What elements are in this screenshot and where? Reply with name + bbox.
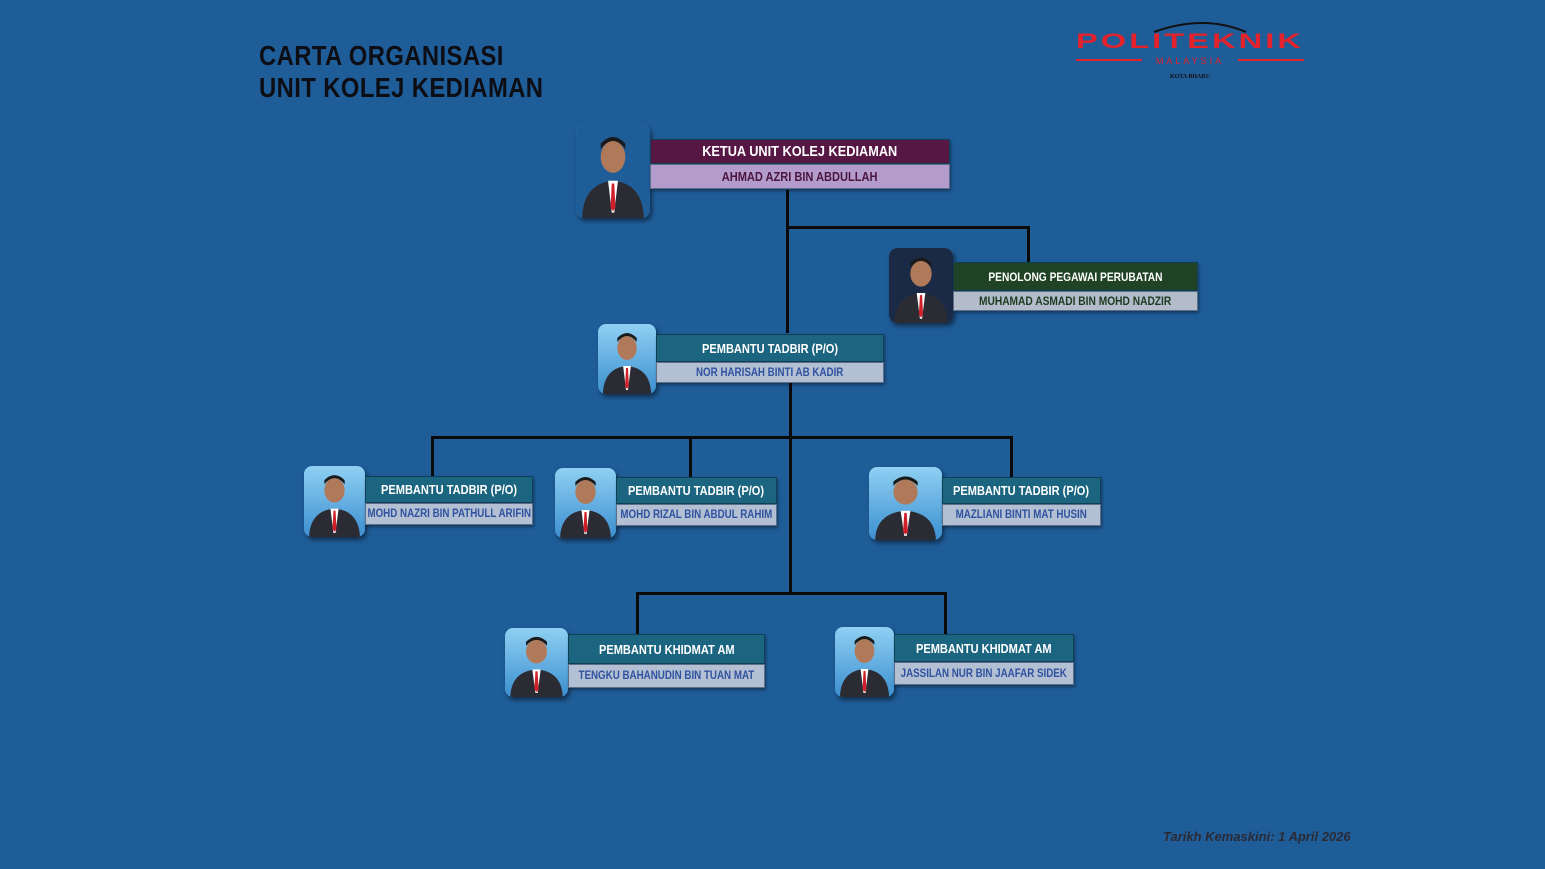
staff-photo xyxy=(304,466,365,537)
staff-name: MOHD NAZRI BIN PATHULL ARIFIN xyxy=(365,503,533,525)
title-line-2: UNIT KOLEJ KEDIAMAN xyxy=(259,72,544,103)
position-title: PEMBANTU TADBIR (P/O) xyxy=(616,477,777,504)
page-title: CARTA ORGANISASI UNIT KOLEJ KEDIAMAN xyxy=(259,40,543,104)
connector xyxy=(786,226,1030,229)
title-line-1: CARTA ORGANISASI xyxy=(259,40,504,71)
staff-photo xyxy=(505,628,568,697)
position-title: PENOLONG PEGAWAI PERUBATAN xyxy=(953,262,1198,291)
last-updated: Tarikh Kemaskini: 1 April 2026 xyxy=(1163,829,1351,844)
svg-text:POLITEKNIK: POLITEKNIK xyxy=(1076,30,1304,53)
position-title-text: KETUA UNIT KOLEJ KEDIAMAN xyxy=(702,143,898,160)
connector xyxy=(636,592,947,595)
staff-name-text: JASSILAN NUR BIN JAAFAR SIDEK xyxy=(900,667,1068,680)
staff-name: MUHAMAD ASMADI BIN MOHD NADZIR xyxy=(953,291,1198,311)
connector xyxy=(689,436,692,477)
staff-name: TENGKU BAHANUDIN BIN TUAN MAT xyxy=(568,664,765,688)
connector xyxy=(431,436,1013,439)
position-title-text: PENOLONG PEGAWAI PERUBATAN xyxy=(988,269,1163,284)
position-title-text: PEMBANTU TADBIR (P/O) xyxy=(628,483,765,498)
staff-name-text: AHMAD AZRI BIN ABDULLAH xyxy=(722,169,878,184)
connector xyxy=(789,383,792,594)
position-title-text: PEMBANTU KHIDMAT AM xyxy=(916,640,1052,656)
svg-text:KOTA BHARU: KOTA BHARU xyxy=(1170,74,1211,80)
politeknik-logo: POLITEKNIK MALAYSIA KOTA BHARU xyxy=(1074,18,1306,82)
position-title: PEMBANTU KHIDMAT AM xyxy=(894,634,1074,662)
staff-name: MAZLIANI BINTI MAT HUSIN xyxy=(942,504,1101,526)
connector xyxy=(944,592,947,634)
staff-name-text: MAZLIANI BINTI MAT HUSIN xyxy=(955,509,1088,521)
position-title-text: PEMBANTU TADBIR (P/O) xyxy=(380,482,518,497)
staff-photo xyxy=(576,125,650,218)
staff-photo xyxy=(889,248,953,323)
svg-text:MALAYSIA: MALAYSIA xyxy=(1156,56,1224,66)
staff-name: JASSILAN NUR BIN JAAFAR SIDEK xyxy=(894,662,1074,685)
staff-name-text: MUHAMAD ASMADI BIN MOHD NADZIR xyxy=(979,294,1172,308)
staff-name: AHMAD AZRI BIN ABDULLAH xyxy=(650,164,950,189)
connector xyxy=(636,592,639,634)
connector xyxy=(786,190,789,333)
connector xyxy=(1027,226,1030,262)
staff-photo xyxy=(555,468,616,538)
staff-name-text: TENGKU BAHANUDIN BIN TUAN MAT xyxy=(578,670,755,682)
staff-name: MOHD RIZAL BIN ABDUL RAHIM xyxy=(616,504,777,526)
staff-name: NOR HARISAH BINTI AB KADIR xyxy=(656,362,884,383)
staff-photo xyxy=(869,467,942,540)
staff-name-text: MOHD NAZRI BIN PATHULL ARIFIN xyxy=(367,508,531,520)
position-title-text: PEMBANTU TADBIR (P/O) xyxy=(701,340,839,356)
position-title: PEMBANTU KHIDMAT AM xyxy=(568,634,765,664)
position-title-text: PEMBANTU KHIDMAT AM xyxy=(598,641,735,657)
staff-name-text: MOHD RIZAL BIN ABDUL RAHIM xyxy=(620,509,773,521)
position-title: PEMBANTU TADBIR (P/O) xyxy=(365,476,533,503)
staff-photo xyxy=(598,324,656,394)
connector xyxy=(431,436,434,476)
connector xyxy=(1010,436,1013,477)
staff-name-text: NOR HARISAH BINTI AB KADIR xyxy=(696,366,844,379)
position-title: KETUA UNIT KOLEJ KEDIAMAN xyxy=(650,139,950,164)
position-title-text: PEMBANTU TADBIR (P/O) xyxy=(953,483,1090,498)
position-title: PEMBANTU TADBIR (P/O) xyxy=(656,334,884,362)
staff-photo xyxy=(835,627,894,697)
position-title: PEMBANTU TADBIR (P/O) xyxy=(942,477,1101,504)
